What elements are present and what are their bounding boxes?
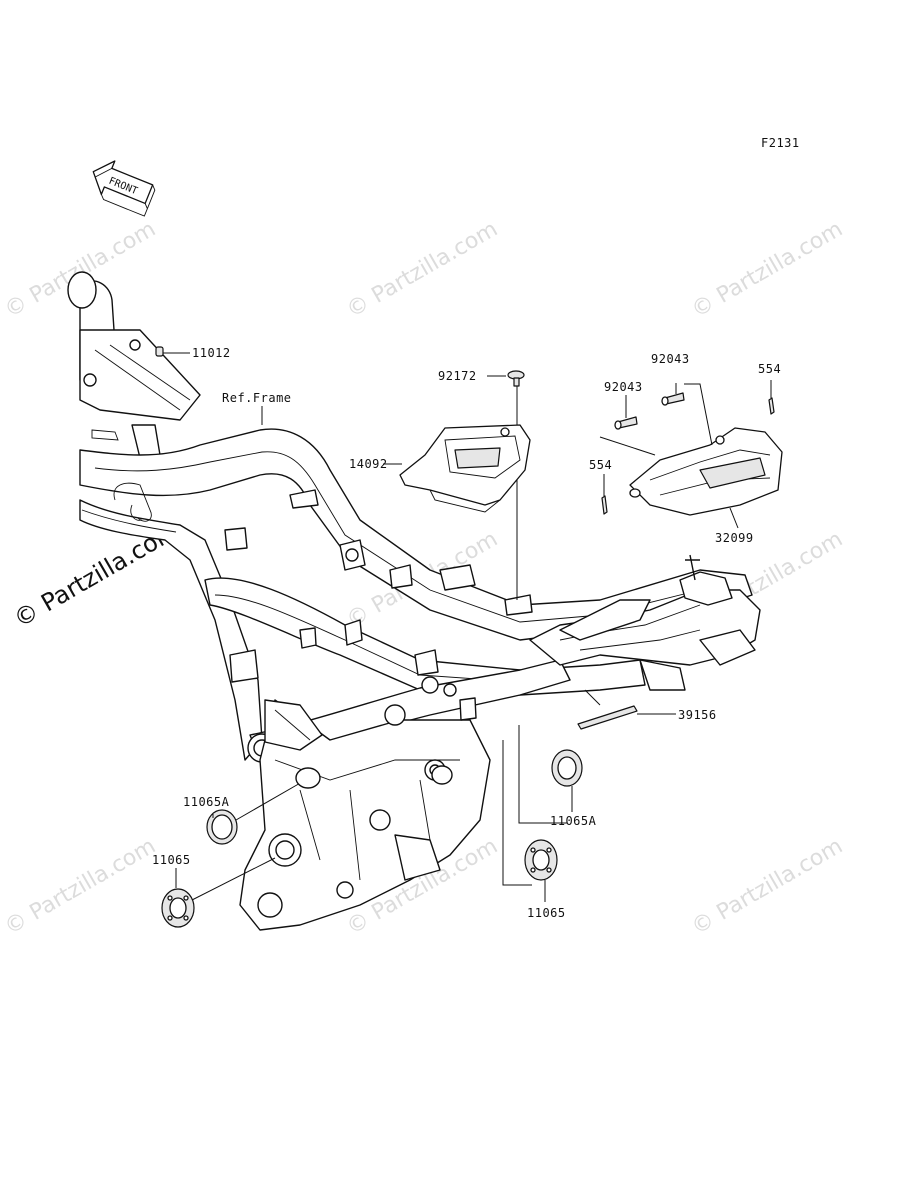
part-92172: 92172	[438, 369, 525, 600]
ref-frame-callout: Ref.Frame	[222, 391, 292, 425]
watermark: © Partzilla.com	[343, 217, 503, 324]
watermark: © Partzilla.com	[688, 217, 848, 324]
part-554: 554 554	[589, 362, 781, 515]
callout-11065-left: 11065	[152, 853, 191, 867]
watermark: © Partzilla.com	[1, 834, 161, 941]
callout-11012: 11012	[192, 346, 231, 360]
part-11012: 11012	[155, 346, 231, 360]
part-92043: 92043 92043	[599, 352, 713, 456]
part-11065-left: 11065	[152, 853, 276, 928]
callout-92043-upper: 92043	[651, 352, 690, 366]
callout-92172: 92172	[438, 369, 477, 383]
callout-554-lower: 554	[589, 458, 612, 472]
frame-hole	[431, 765, 453, 785]
ref-frame-label: Ref.Frame	[222, 391, 292, 405]
frame-assembly	[67, 271, 761, 931]
callout-11065A-left: 11065A	[183, 795, 230, 809]
part-14092: 14092	[349, 424, 531, 513]
figure-code: F2131	[761, 136, 800, 150]
callout-554-upper: 554	[758, 362, 781, 376]
callout-11065A-right: 11065A	[550, 814, 597, 828]
part-11065A-left: 11065A	[183, 781, 303, 845]
callout-92043-lower: 92043	[604, 380, 643, 394]
part-11065-right: 11065	[502, 740, 566, 920]
front-arrow-icon: FRONT	[92, 160, 156, 217]
callout-11065-right: 11065	[527, 906, 566, 920]
callout-32099: 32099	[715, 531, 754, 545]
part-39156: 39156	[577, 689, 717, 730]
part-11065A-right: 11065A	[518, 725, 597, 828]
callout-39156: 39156	[678, 708, 717, 722]
frame-hole	[295, 767, 321, 789]
callout-14092: 14092	[349, 457, 388, 471]
part-32099: 32099	[629, 427, 783, 545]
watermark: © Partzilla.com	[688, 834, 848, 941]
